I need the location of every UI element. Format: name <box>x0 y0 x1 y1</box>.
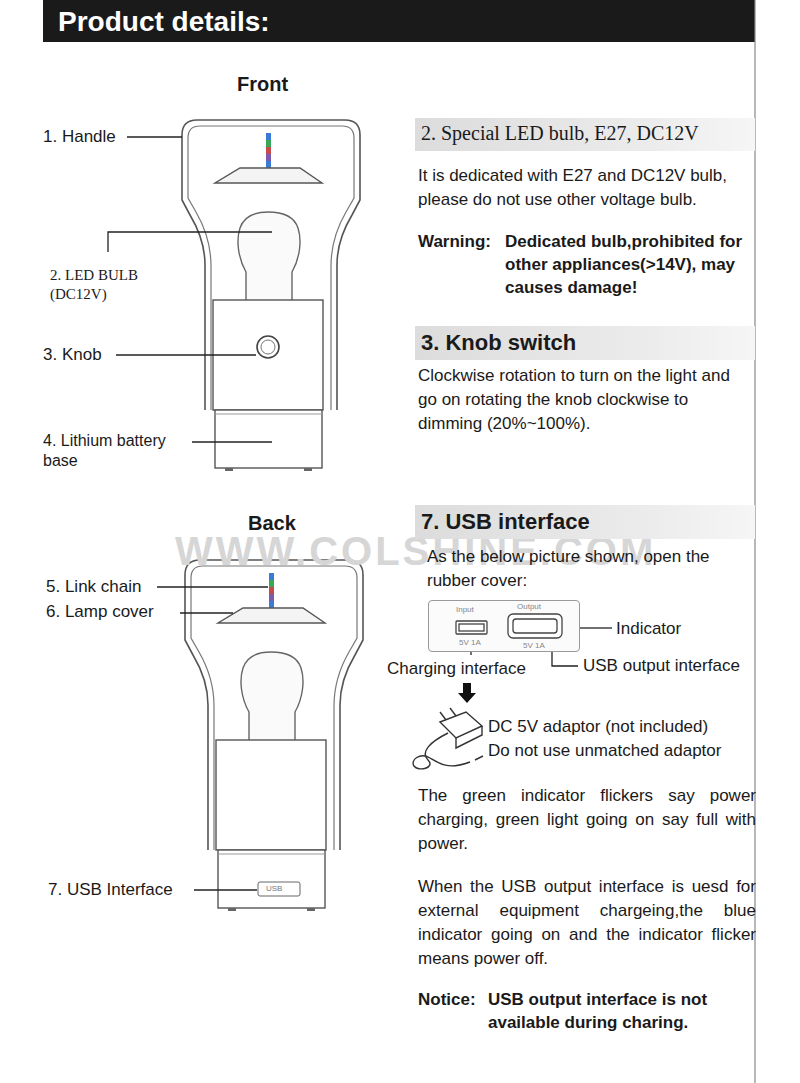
port-label: 5V 1A <box>459 639 481 647</box>
section-band: 3. Knob switch <box>415 326 755 360</box>
view-heading: Front <box>237 72 288 97</box>
warning-text: Dedicated bulb,prohibited for other appl… <box>505 230 755 299</box>
part-label: 1. Handle <box>43 126 116 147</box>
port-label: Output <box>517 603 541 611</box>
section-heading: 2. Special LED bulb, E27, DC12V <box>421 121 749 146</box>
body-text: The green indicator flickers say power c… <box>418 784 756 856</box>
part-label: 6. Lamp cover <box>46 601 154 622</box>
callout-label: Indicator <box>616 618 681 639</box>
body-text: Clockwise rotation to turn on the light … <box>418 364 753 436</box>
callout-label: Charging interface <box>387 658 526 679</box>
part-label: 3. Knob <box>43 344 102 365</box>
notice-text: USB output interface is not available du… <box>488 988 753 1034</box>
port-label: Input <box>456 606 474 614</box>
view-heading: Back <box>248 511 296 536</box>
notice-heading: Notice: <box>418 988 476 1011</box>
port-label: 5V 1A <box>523 642 545 650</box>
port-label: USB <box>266 884 282 894</box>
body-text: It is dedicated with E27 and DC12V bulb,… <box>418 164 763 212</box>
port-panel: Input 5V 1A Output 5V 1A <box>428 600 580 652</box>
body-text: As the below picture shown, open the rub… <box>427 545 757 593</box>
part-label: 4. Lithium battery base <box>43 431 195 471</box>
note-text: Do not use unmatched adaptor <box>488 740 721 761</box>
section-heading: 7. USB interface <box>421 508 749 536</box>
section-band: 7. USB interface <box>415 505 755 539</box>
page-title: Product details: <box>58 4 270 39</box>
warning-heading: Warning: <box>418 230 491 253</box>
port-shapes <box>428 600 580 652</box>
part-label: 2. LED BULB (DC12V) <box>50 266 154 304</box>
section-heading: 3. Knob switch <box>421 329 749 357</box>
part-label: 7. USB Interface <box>48 879 173 900</box>
body-text: When the USB output interface is uesd fo… <box>418 875 756 971</box>
section-band: 2. Special LED bulb, E27, DC12V <box>415 118 755 151</box>
part-label: 5. Link chain <box>46 576 141 597</box>
callout-label: USB output interface <box>583 655 740 676</box>
note-text: DC 5V adaptor (not included) <box>488 716 708 737</box>
